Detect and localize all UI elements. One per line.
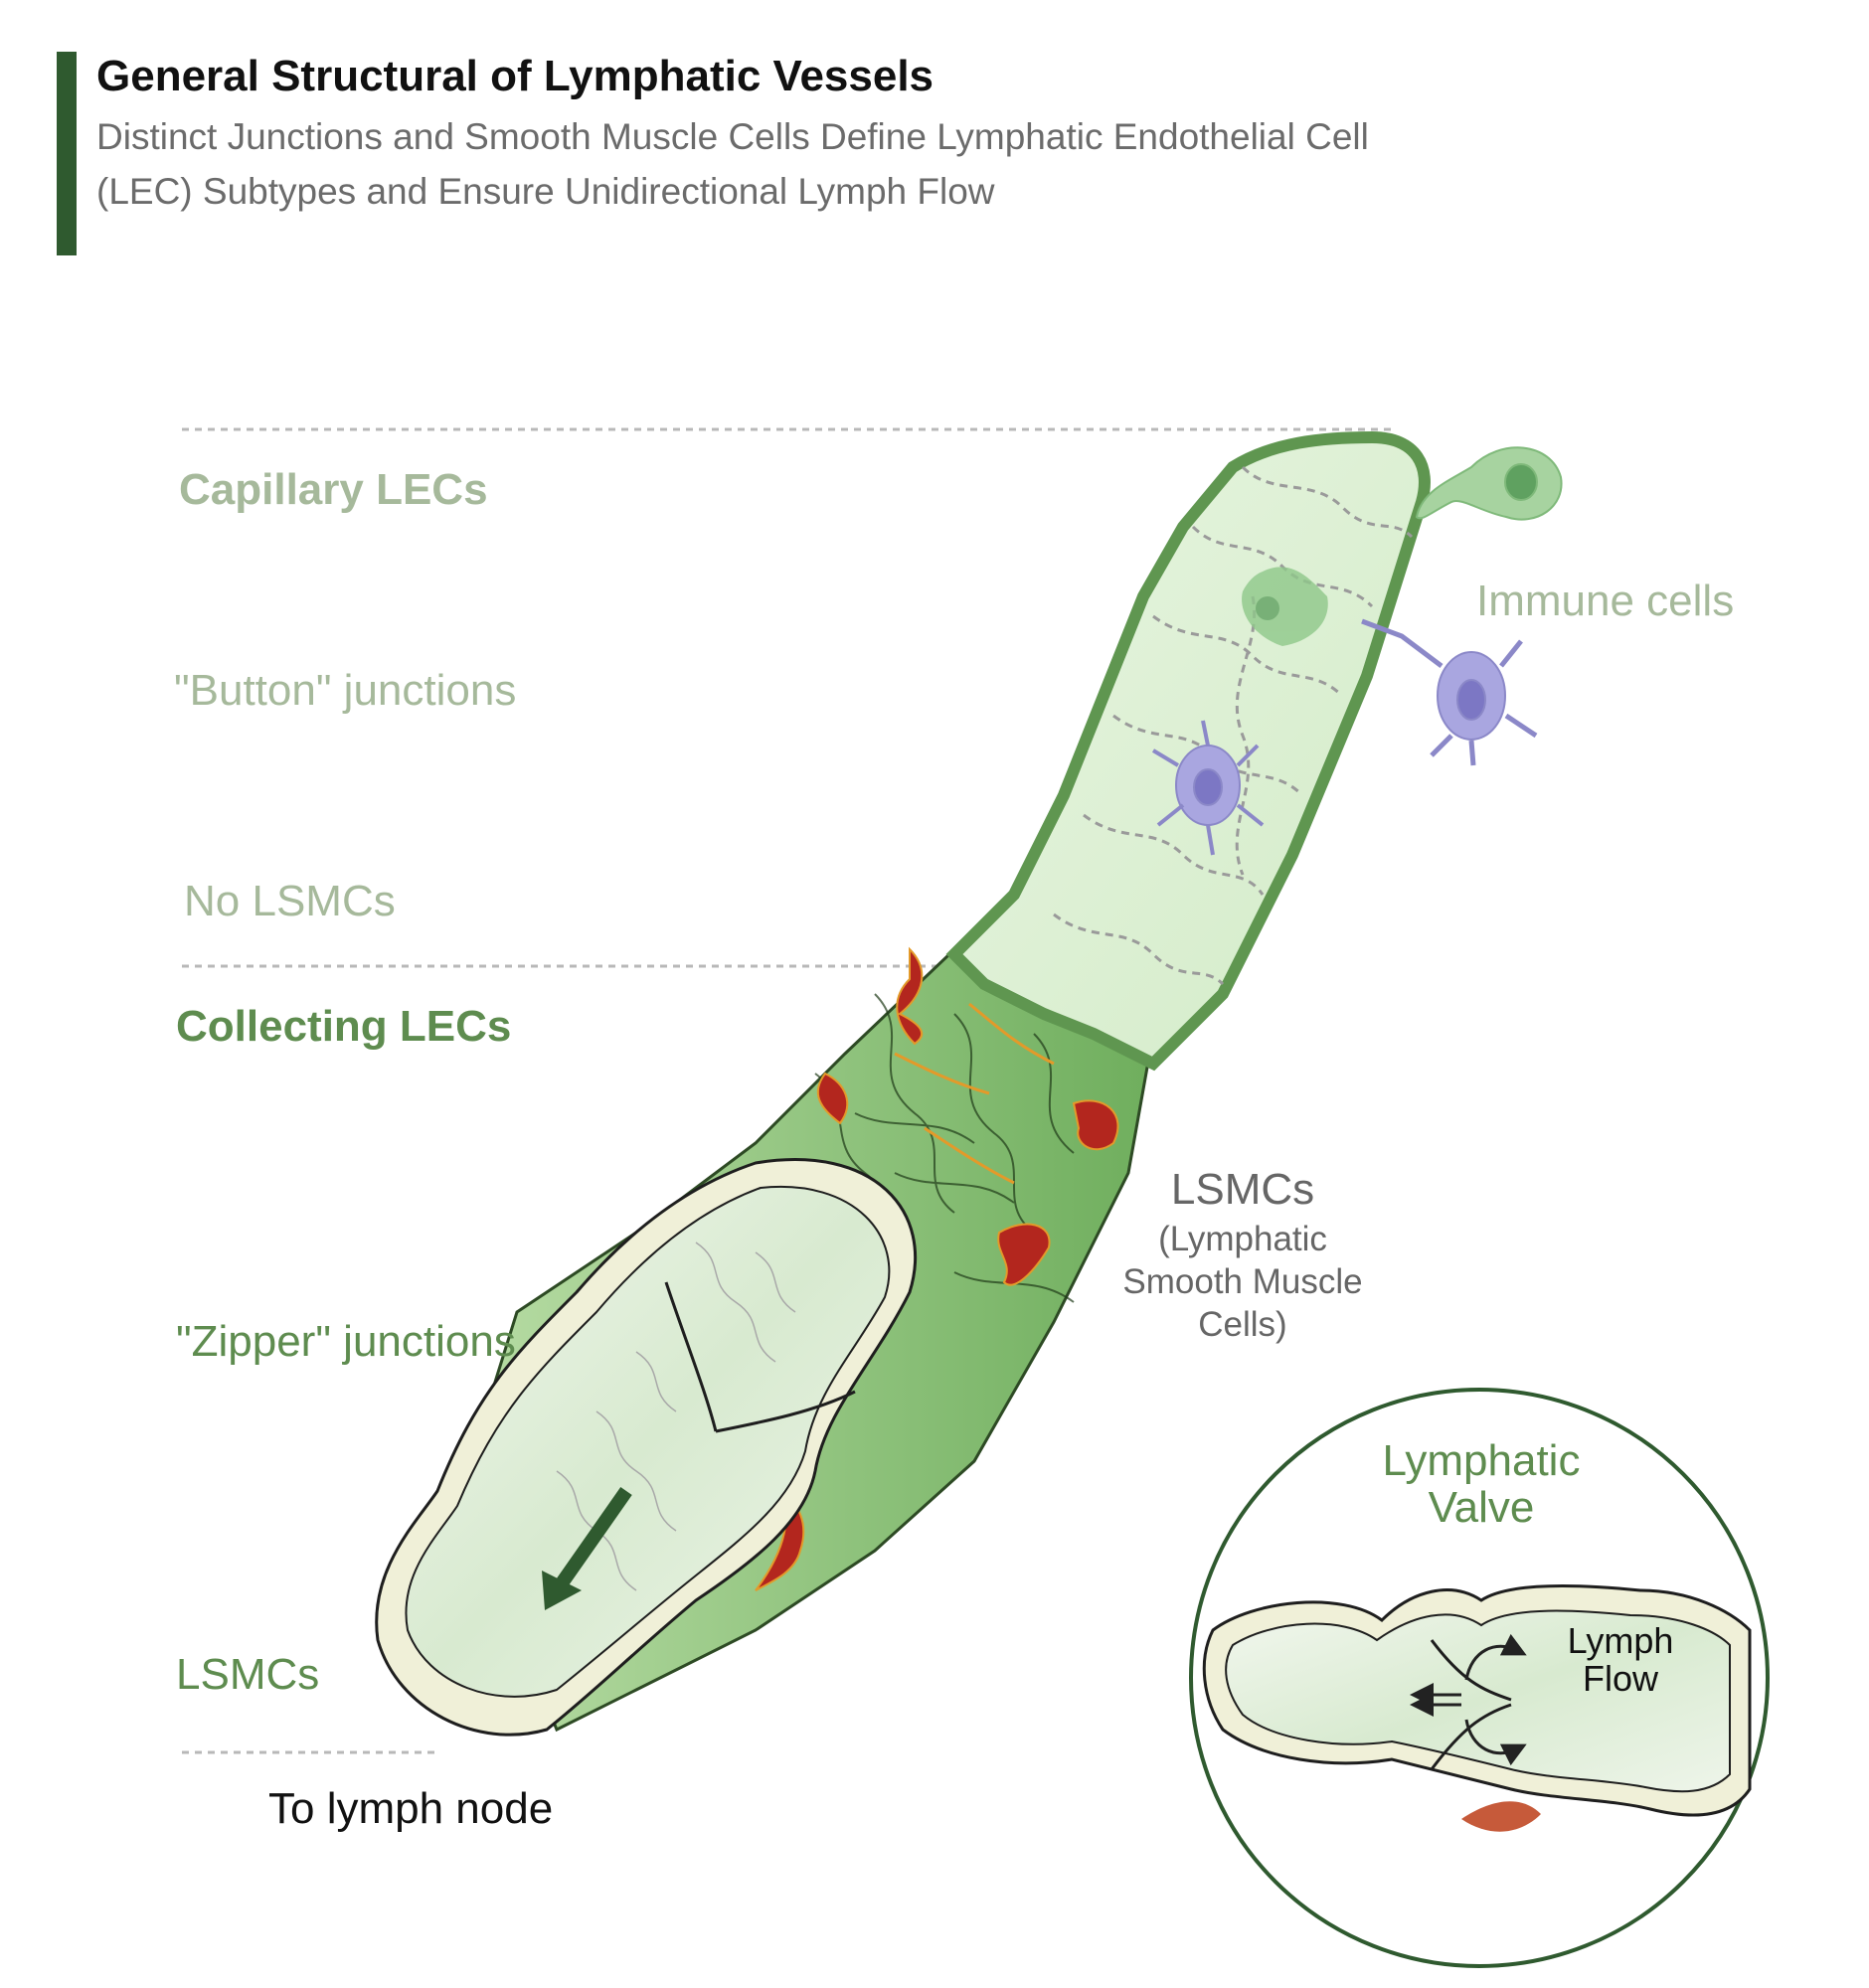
valve-title-line1: Lymphatic — [1382, 1436, 1581, 1485]
immune-cell-green-exiting — [1415, 446, 1563, 521]
valve-cross-section — [375, 1158, 918, 1737]
valve-inset — [1189, 1388, 1770, 1968]
flow-arrow — [551, 1486, 632, 1595]
immune-cell-blob — [1242, 567, 1328, 646]
page-title: General Structural of Lymphatic Vessels — [96, 52, 934, 100]
label-lsmcs-expansion-3: Cells) — [1198, 1305, 1287, 1344]
label-button-junctions: "Button" junctions — [174, 666, 517, 715]
label-capillary-lecs: Capillary LECs — [179, 465, 488, 514]
label-no-lsmcs: No LSMCs — [184, 877, 396, 925]
label-to-lymph-node: To lymph node — [268, 1784, 554, 1833]
lsmc-cell — [896, 946, 924, 1046]
capillary-vessel — [945, 430, 1563, 1072]
lsmc-cell — [816, 1072, 849, 1125]
lymph-flow-line2: Flow — [1582, 1658, 1658, 1699]
immune-cell-purple-exiting — [1361, 618, 1538, 766]
valve-title-line2: Valve — [1428, 1483, 1535, 1532]
label-lsmcs-right: LSMCs — [1170, 1165, 1315, 1214]
label-zipper-junctions: "Zipper" junctions — [176, 1317, 516, 1366]
page-subtitle: Distinct Junctions and Smooth Muscle Cel… — [96, 116, 1369, 212]
lsmc-cell — [997, 1223, 1051, 1286]
section-dividers — [182, 427, 1392, 1754]
label-collecting-lecs: Collecting LECs — [176, 1002, 512, 1051]
lymph-flow-line1: Lymph — [1567, 1620, 1674, 1661]
label-lsmcs-left: LSMCs — [176, 1650, 320, 1699]
title-accent-bar — [57, 52, 77, 255]
label-immune-cells: Immune cells — [1476, 577, 1735, 625]
immune-cell-purple — [1151, 720, 1265, 856]
label-lsmcs-expansion-1: (Lymphatic — [1158, 1220, 1327, 1258]
label-lsmcs-expansion-2: Smooth Muscle — [1122, 1262, 1363, 1301]
lsmc-cell — [1072, 1099, 1119, 1151]
